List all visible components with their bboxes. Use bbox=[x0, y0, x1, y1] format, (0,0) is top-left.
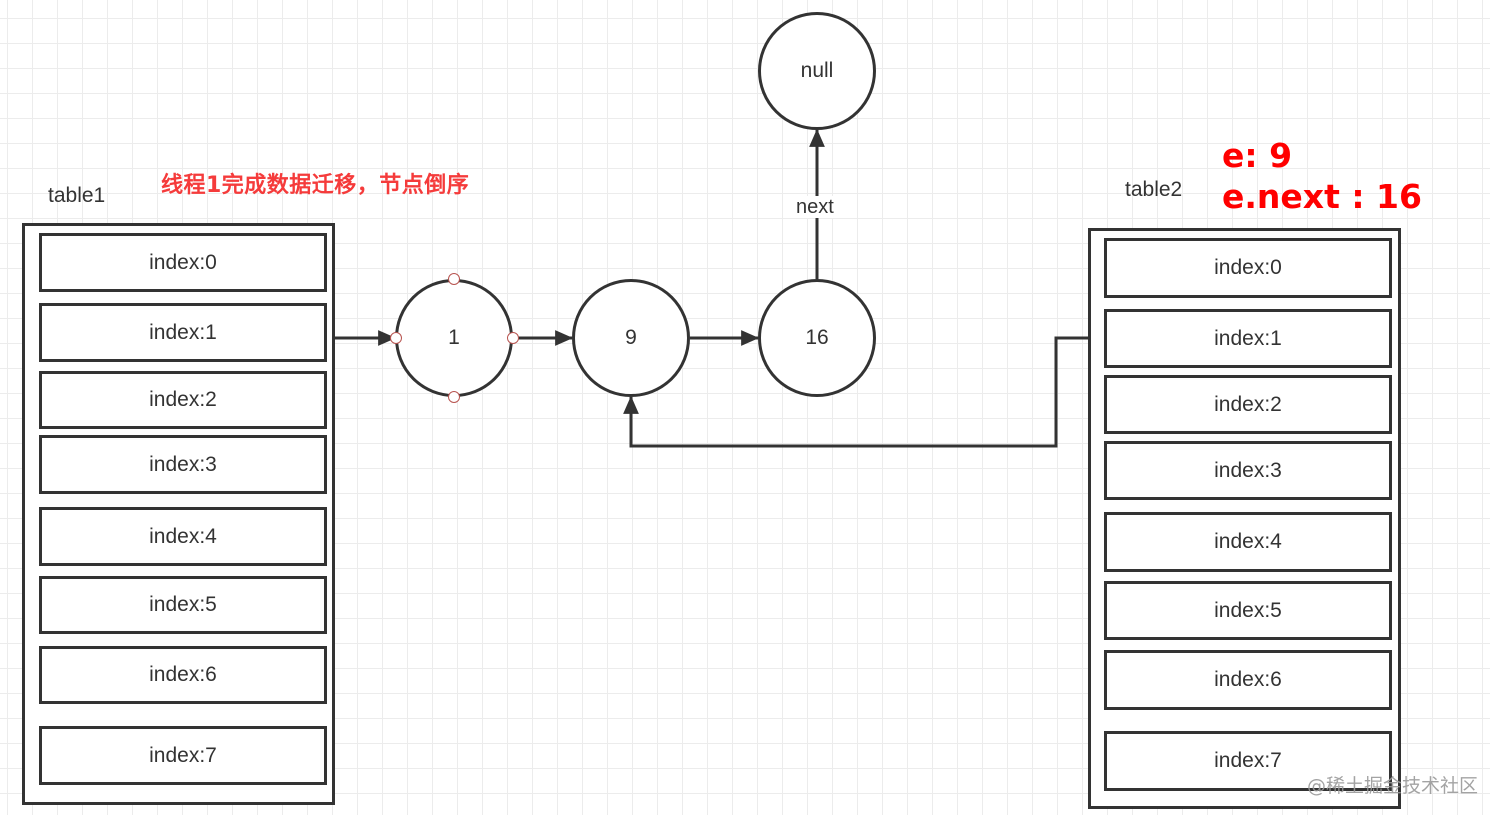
table1-row-3[interactable]: index:3 bbox=[39, 435, 327, 494]
node-1-handle-left[interactable] bbox=[390, 332, 402, 344]
table2-row-3[interactable]: index:3 bbox=[1104, 441, 1392, 500]
table1-row-2[interactable]: index:2 bbox=[39, 371, 327, 429]
table2-row-2[interactable]: index:2 bbox=[1104, 375, 1392, 434]
table1-row-4[interactable]: index:4 bbox=[39, 507, 327, 566]
table2-row-5[interactable]: index:5 bbox=[1104, 581, 1392, 640]
node-16[interactable]: 16 bbox=[758, 279, 876, 397]
annotation-e-next: e.next : 16 bbox=[1222, 177, 1422, 216]
table2-label: table2 bbox=[1125, 178, 1183, 201]
table2-row-1[interactable]: index:1 bbox=[1104, 309, 1392, 368]
node-null-label: null bbox=[800, 59, 834, 82]
table1-row-6[interactable]: index:6 bbox=[39, 646, 327, 704]
table1-row-5[interactable]: index:5 bbox=[39, 576, 327, 634]
table2-row-6[interactable]: index:6 bbox=[1104, 650, 1392, 710]
annotation-e: e: 9 bbox=[1222, 136, 1293, 175]
edge-label-next: next bbox=[794, 196, 836, 218]
table1-row-0[interactable]: index:0 bbox=[39, 233, 327, 292]
diagram-title: 线程1完成数据迁移，节点倒序 bbox=[161, 173, 470, 198]
table1-label: table1 bbox=[48, 184, 106, 207]
node-1[interactable]: 1 bbox=[395, 279, 513, 397]
edge-table2-index1-to-node9[interactable] bbox=[623, 336, 1105, 448]
node-1-handle-right[interactable] bbox=[507, 332, 519, 344]
table1-row-7[interactable]: index:7 bbox=[39, 726, 327, 785]
node-1-handle-bottom[interactable] bbox=[448, 391, 460, 403]
table2-row-0[interactable]: index:0 bbox=[1104, 238, 1392, 298]
node-9[interactable]: 9 bbox=[572, 279, 690, 397]
node-16-label: 16 bbox=[805, 326, 829, 349]
node-9-label: 9 bbox=[625, 326, 637, 349]
table2-row-7[interactable]: index:7 bbox=[1104, 731, 1392, 791]
node-1-handle-top[interactable] bbox=[448, 273, 460, 285]
table1-row-1[interactable]: index:1 bbox=[39, 303, 327, 362]
table2-row-4[interactable]: index:4 bbox=[1104, 512, 1392, 572]
node-null[interactable]: null bbox=[758, 12, 876, 130]
watermark: @稀土掘金技术社区 bbox=[1307, 775, 1479, 797]
node-1-label: 1 bbox=[448, 326, 460, 349]
